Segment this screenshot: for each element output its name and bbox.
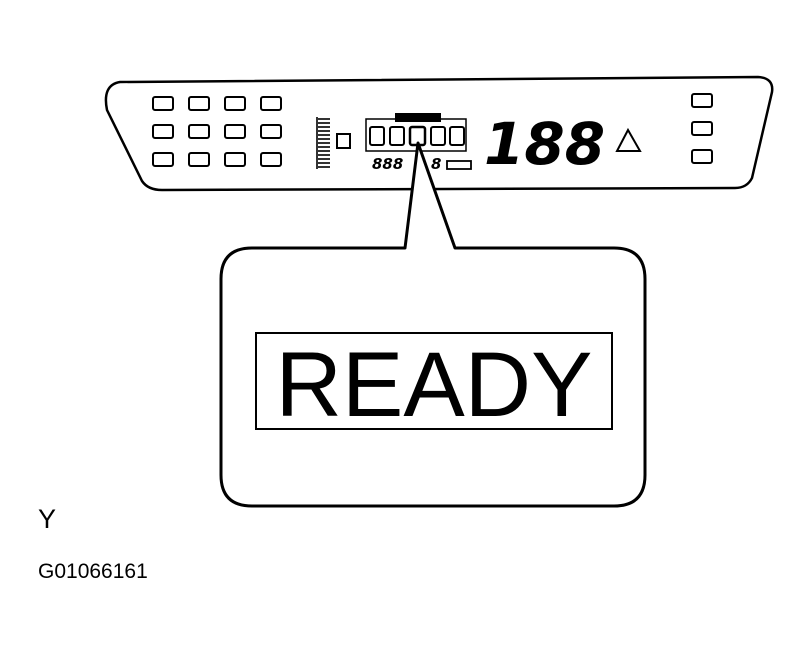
- indicator-lamp: [152, 96, 174, 111]
- left-indicator-grid: [152, 96, 282, 167]
- indicator-lamp: [188, 152, 210, 167]
- center-lamp: [430, 126, 446, 146]
- indicator-lamp: [260, 96, 282, 111]
- indicator-lamp: [224, 124, 246, 139]
- indicator-lamp: [224, 152, 246, 167]
- indicator-lamp: [691, 149, 713, 164]
- indicator-lamp: [224, 96, 246, 111]
- center-lamp: [369, 126, 385, 146]
- indicator-lamp: [152, 124, 174, 139]
- indicator-lamp: [691, 121, 713, 136]
- indicator-lamp: [188, 124, 210, 139]
- view-letter: Y: [38, 504, 57, 534]
- indicator-lamp: [188, 96, 210, 111]
- callout-bubble: [219, 141, 647, 508]
- small-indicator-lamp: [336, 133, 351, 149]
- center-lamp: [449, 126, 465, 146]
- indicator-lamp: [691, 93, 713, 108]
- indicator-lamp: [260, 124, 282, 139]
- speed-digits: 188: [484, 110, 605, 178]
- center-lamp: [389, 126, 405, 146]
- indicator-marker-bar: [395, 113, 441, 122]
- right-indicator-column: [691, 93, 713, 164]
- ready-label: READY: [276, 334, 593, 436]
- center-lamp-row: [369, 126, 465, 146]
- indicator-lamp: [260, 152, 282, 167]
- warning-triangle-icon: [615, 127, 642, 152]
- small-segment-bar: [446, 160, 472, 170]
- small-digit-display: 888: [372, 155, 403, 173]
- small-digit-single: 8: [431, 155, 441, 173]
- indicator-lamp: [152, 152, 174, 167]
- figure-code: G01066161: [38, 560, 148, 583]
- bar-gauge: [316, 117, 330, 169]
- ready-label-frame: [255, 332, 613, 430]
